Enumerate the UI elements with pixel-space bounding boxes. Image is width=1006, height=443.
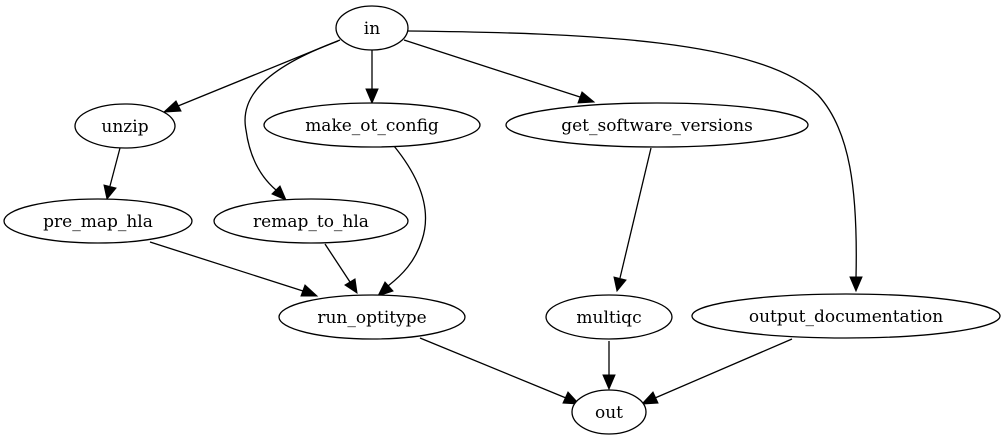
edge-run-optitype-out	[419, 337, 581, 405]
node-multiqc: multiqc	[545, 294, 673, 340]
node-label-make-ot-config: make_ot_config	[305, 116, 439, 136]
node-remap-to-hla: remap_to_hla	[213, 198, 409, 244]
node-label-in: in	[364, 19, 380, 39]
node-make-ot-config: make_ot_config	[263, 102, 481, 148]
edge-multiqc-out	[602, 341, 616, 391]
node-pre-map-hla: pre_map_hla	[3, 198, 193, 244]
edge-in-remap-to-hla	[244, 40, 339, 201]
node-out: out	[571, 389, 647, 435]
node-label-get-software-versions: get_software_versions	[561, 116, 753, 136]
edge-make-ot-config-run-optitype	[377, 145, 427, 297]
edge-in-get-software-versions	[403, 39, 596, 104]
edge-unzip-pre-map-hla	[103, 147, 121, 201]
node-label-remap-to-hla: remap_to_hla	[253, 212, 369, 232]
node-label-run-optitype: run_optitype	[317, 308, 426, 328]
node-in: in	[335, 5, 409, 51]
edge-pre-map-hla-run-optitype	[149, 241, 319, 297]
edge-remap-to-hla-run-optitype	[324, 243, 358, 295]
node-label-out: out	[595, 403, 623, 423]
node-label-unzip: unzip	[101, 117, 148, 137]
node-run-optitype: run_optitype	[278, 294, 466, 340]
node-output-documentation: output_documentation	[691, 293, 1001, 339]
node-label-pre-map-hla: pre_map_hla	[43, 212, 153, 232]
node-unzip: unzip	[74, 103, 176, 149]
node-label-multiqc: multiqc	[576, 308, 641, 328]
node-get-software-versions: get_software_versions	[505, 102, 809, 148]
edge-get-software-versions-multiqc	[613, 147, 652, 293]
edge-in-make-ot-config	[365, 49, 379, 105]
edge-in-output-documentation	[407, 30, 863, 293]
node-label-output-documentation: output_documentation	[749, 307, 943, 327]
edge-output-documentation-out	[640, 338, 793, 405]
